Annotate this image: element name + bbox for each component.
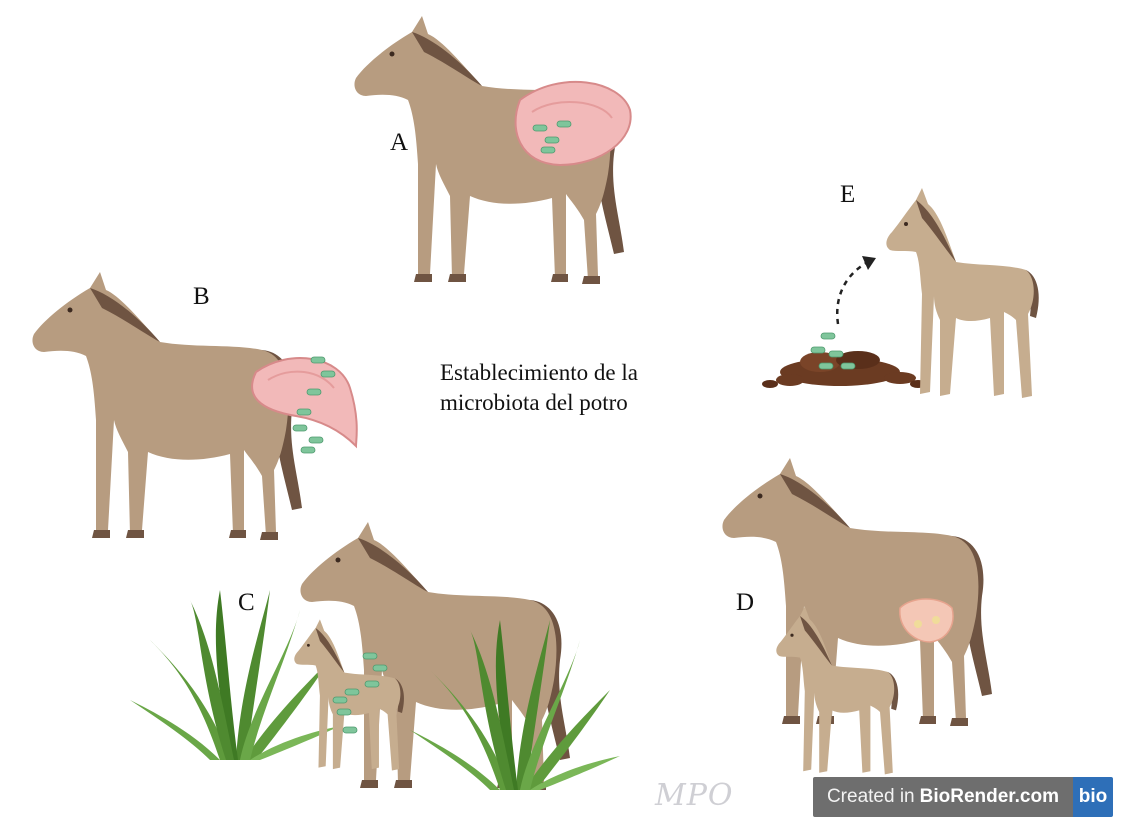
panel-label-e: E [840, 182, 855, 207]
signature-watermark: MPO [655, 778, 734, 813]
feces-icon [762, 351, 926, 388]
panel-label-c: C [238, 590, 255, 615]
biorender-badge-text: Created in BioRender.com [813, 777, 1073, 817]
biorender-brand: BioRender.com [920, 786, 1059, 808]
arrow-icon [862, 256, 876, 270]
grass-icon [130, 590, 340, 760]
diagram-title-line1: Establecimiento de la [440, 358, 638, 388]
biorender-logo-icon: bio [1073, 777, 1113, 817]
panel-label-b: B [193, 284, 210, 309]
foal-icon [886, 188, 1038, 398]
created-in-label: Created in [827, 786, 915, 808]
diagram-title-line2: microbiota del potro [440, 388, 638, 418]
arrow-icon [837, 262, 868, 324]
biorender-badge[interactable]: Created in BioRender.com bio [813, 777, 1113, 817]
panel-label-a: A [390, 130, 408, 155]
panel-label-d: D [736, 590, 754, 615]
diagram-title: Establecimiento de la microbiota del pot… [440, 358, 638, 418]
horse-icon [32, 272, 302, 540]
